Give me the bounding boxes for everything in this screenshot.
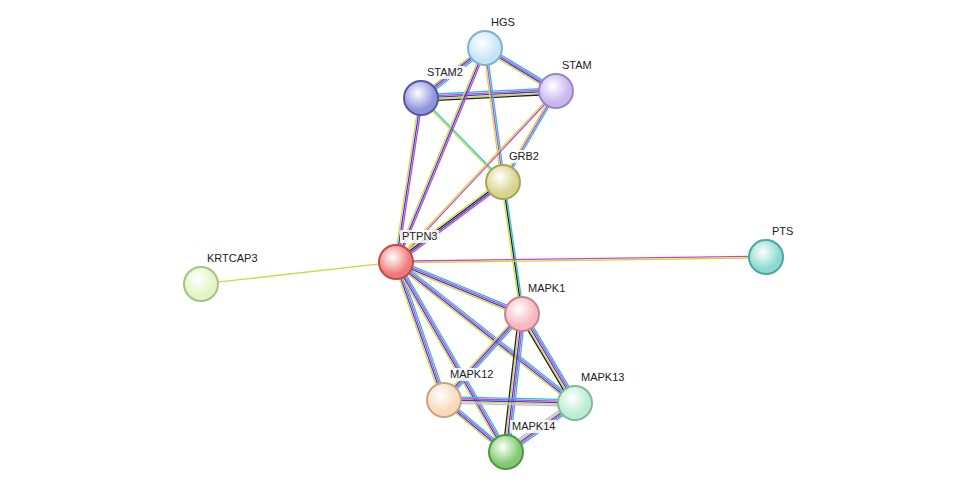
protein-node: MAPK14 <box>488 434 524 470</box>
protein-label: STAM <box>560 59 594 72</box>
interaction-edge <box>460 397 559 406</box>
evidence-strand <box>458 408 495 439</box>
evidence-strand <box>455 412 492 443</box>
protein-node: HGS <box>467 30 503 66</box>
evidence-strand <box>505 198 519 298</box>
evidence-strand <box>412 266 508 306</box>
evidence-strand <box>409 192 490 253</box>
interaction-edge <box>527 326 569 391</box>
interaction-edge <box>455 408 496 443</box>
evidence-strand <box>498 57 542 83</box>
protein-node: PTS <box>748 239 784 275</box>
evidence-strand <box>412 258 750 263</box>
interaction-edge <box>497 54 543 85</box>
evidence-strand <box>500 54 544 80</box>
evidence-strand <box>527 329 564 391</box>
protein-label: KRTCAP3 <box>205 252 260 265</box>
interaction-edge <box>432 109 493 171</box>
protein-node: KRTCAP3 <box>183 266 219 302</box>
evidence-strand <box>460 404 559 406</box>
evidence-strand <box>530 328 567 390</box>
evidence-strand <box>489 64 503 166</box>
protein-node: MAPK1 <box>504 296 540 332</box>
evidence-strand <box>400 114 420 246</box>
interaction-edge <box>397 114 420 247</box>
evidence-strand <box>411 267 507 307</box>
protein-label: MAPK1 <box>526 282 567 295</box>
interaction-edge <box>407 190 491 255</box>
evidence-strand <box>486 64 500 166</box>
protein-label: PTS <box>770 225 795 238</box>
evidence-strand <box>402 277 496 439</box>
evidence-strand <box>410 194 491 255</box>
evidence-strand <box>497 58 541 84</box>
protein-node: STAM <box>538 73 574 109</box>
interaction-edge <box>406 102 545 251</box>
evidence-strand <box>433 109 493 170</box>
protein-node: MAPK12 <box>426 382 462 418</box>
evidence-strand <box>456 411 493 442</box>
evidence-strand <box>398 114 418 246</box>
protein-label: HGS <box>489 16 517 29</box>
evidence-strand <box>408 103 546 251</box>
evidence-strand <box>437 95 540 100</box>
evidence-strand <box>499 56 543 82</box>
evidence-strand <box>507 198 521 298</box>
interaction-edge <box>217 264 380 282</box>
protein-label: STAM2 <box>425 66 465 79</box>
interaction-edge <box>486 64 503 167</box>
evidence-strand <box>533 326 570 388</box>
protein-label: GRB2 <box>507 150 541 163</box>
protein-node: STAM2 <box>403 80 439 116</box>
interaction-edge <box>504 198 522 299</box>
evidence-strand <box>532 327 569 389</box>
evidence-strand <box>217 264 380 282</box>
protein-label: PTPN3 <box>400 230 439 243</box>
evidence-strand <box>410 269 506 309</box>
evidence-strand <box>404 63 481 247</box>
protein-label: MAPK13 <box>579 371 626 384</box>
interaction-edge <box>412 256 750 262</box>
evidence-strand <box>406 102 544 250</box>
protein-node: MAPK13 <box>557 385 593 421</box>
evidence-strand <box>529 329 566 391</box>
evidence-strand <box>457 410 494 441</box>
protein-node: GRB2 <box>485 164 521 200</box>
evidence-strand <box>504 198 518 298</box>
evidence-strand <box>432 110 492 171</box>
protein-label: MAPK12 <box>448 368 495 381</box>
protein-label: MAPK14 <box>510 420 557 433</box>
protein-node: PTPN3 <box>378 244 414 280</box>
evidence-strand <box>397 114 417 246</box>
interaction-edge <box>402 275 500 440</box>
evidence-strand <box>410 270 506 310</box>
